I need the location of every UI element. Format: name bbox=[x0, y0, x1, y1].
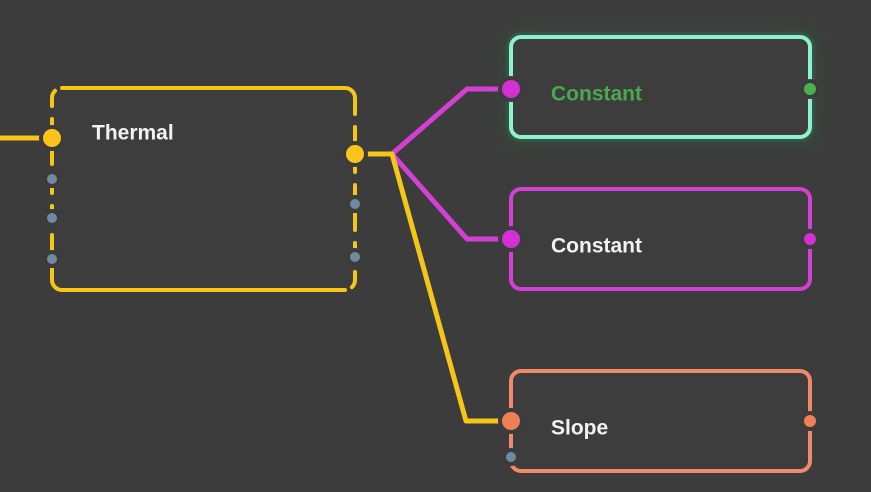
thermal-input-port-1[interactable] bbox=[43, 129, 61, 147]
node-constant-magenta[interactable] bbox=[509, 187, 812, 291]
wire-thermal-to-constant-magenta[interactable] bbox=[361, 151, 506, 242]
thermal-input-port-3[interactable] bbox=[47, 213, 57, 223]
slope-body[interactable] bbox=[511, 371, 810, 471]
thermal-border-right bbox=[343, 96, 357, 292]
wire-thermal-to-constant-mint[interactable] bbox=[361, 86, 506, 157]
constant-magenta-border-right bbox=[798, 197, 812, 291]
node-constant-mint[interactable] bbox=[509, 35, 812, 139]
constant-magenta-output-port[interactable] bbox=[804, 233, 816, 245]
thermal-input-port-4[interactable] bbox=[47, 254, 57, 264]
port-layer bbox=[39, 76, 820, 466]
node-thermal-title: Thermal bbox=[92, 122, 174, 145]
node-layer bbox=[50, 35, 812, 473]
constant-magenta-input-port[interactable] bbox=[502, 230, 520, 248]
wire-thermal-to-slope[interactable] bbox=[361, 151, 506, 424]
node-thermal[interactable] bbox=[50, 86, 357, 292]
constant-mint-output-port[interactable] bbox=[804, 83, 816, 95]
constant-mint-body[interactable] bbox=[511, 37, 810, 137]
thermal-body[interactable] bbox=[52, 88, 355, 290]
constant-magenta-body[interactable] bbox=[511, 189, 810, 289]
slope-input-port-1[interactable] bbox=[502, 412, 520, 430]
thermal-border-left bbox=[50, 86, 64, 282]
constant-mint-input-port[interactable] bbox=[502, 80, 520, 98]
slope-border-right bbox=[798, 379, 812, 473]
constant-magenta-border-left bbox=[509, 187, 523, 281]
node-constant-magenta-title: Constant bbox=[551, 235, 642, 258]
thermal-output-port-1[interactable] bbox=[346, 145, 364, 163]
wire-layer bbox=[0, 86, 506, 424]
thermal-output-port-2[interactable] bbox=[350, 199, 360, 209]
slope-output-port[interactable] bbox=[804, 415, 816, 427]
slope-border-left bbox=[509, 369, 523, 463]
constant-mint-border-left bbox=[509, 35, 523, 129]
thermal-output-port-3[interactable] bbox=[350, 252, 360, 262]
constant-mint-border-right bbox=[798, 45, 812, 139]
slope-input-port-2[interactable] bbox=[506, 452, 516, 462]
node-slope[interactable] bbox=[509, 369, 812, 473]
node-constant-mint-title: Constant bbox=[551, 83, 642, 106]
node-slope-title: Slope bbox=[551, 417, 608, 440]
thermal-input-port-2[interactable] bbox=[47, 174, 57, 184]
